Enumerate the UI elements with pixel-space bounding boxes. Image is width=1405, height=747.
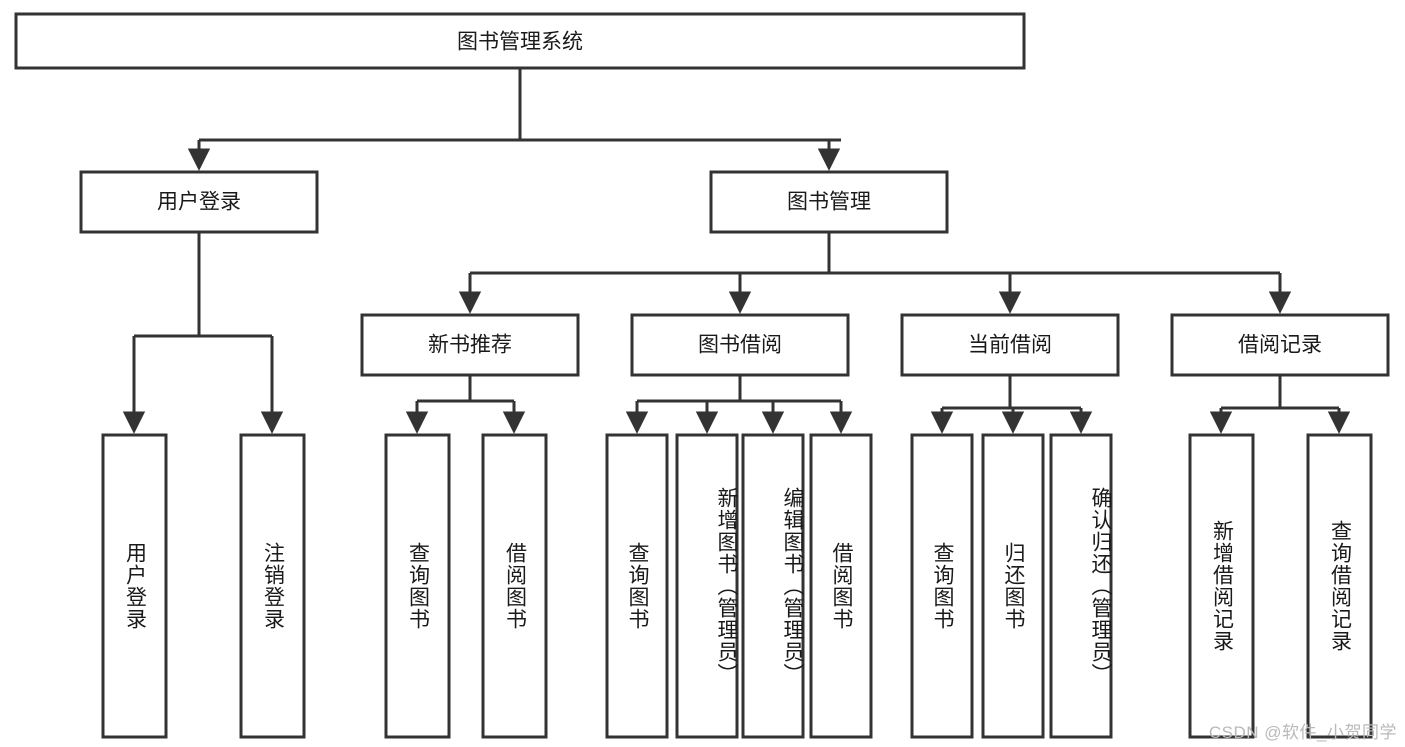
leaf-box-query-record[interactable] [1306, 433, 1373, 739]
leaf-box-add-record[interactable] [1188, 433, 1255, 739]
book-management-box[interactable] [709, 170, 949, 234]
leaf-box-query-book-1[interactable] [384, 433, 451, 739]
current-borrow-box[interactable] [900, 313, 1120, 377]
new-book-recommend-label: 新书推荐 [428, 334, 512, 357]
node-book-management[interactable]: 图书管理 [709, 170, 949, 234]
leaf-box-logout[interactable] [239, 433, 306, 739]
leaf-box-query-book-2[interactable] [605, 433, 669, 739]
root-box[interactable] [14, 12, 1026, 70]
leaf-box-confirm-return[interactable] [1049, 433, 1113, 739]
edges-bookmanage-to-level2 [458, 232, 1292, 314]
borrow-record-label: 借阅记录 [1238, 334, 1322, 357]
leaf-boxes [101, 433, 1373, 739]
leaf-box-borrow-book-1[interactable] [481, 433, 548, 739]
leaf-box-add-book[interactable] [675, 433, 739, 739]
edges-root-to-level1 [187, 68, 841, 171]
leaf-box-user-login[interactable] [101, 433, 168, 739]
node-new-book-recommend[interactable]: 新书推荐 [360, 313, 580, 377]
book-borrow-label: 图书借阅 [698, 334, 782, 357]
leaf-box-return-book[interactable] [981, 433, 1045, 739]
user-login-box[interactable] [79, 170, 319, 234]
node-user-login[interactable]: 用户登录 [79, 170, 319, 234]
edges-bookborrow-to-leaves [625, 375, 853, 434]
node-borrow-record[interactable]: 借阅记录 [1170, 313, 1390, 377]
node-root[interactable]: 图书管理系统 [14, 12, 1026, 70]
node-book-borrow[interactable]: 图书借阅 [630, 313, 850, 377]
csdn-watermark: CSDN @软件_小贺同学 [1208, 723, 1397, 742]
edges-recommend-to-leaves [405, 375, 526, 434]
borrow-record-box[interactable] [1170, 313, 1390, 377]
root-label: 图书管理系统 [457, 31, 583, 54]
leaf-box-query-book-3[interactable] [910, 433, 974, 739]
edges-userlogin-to-leaves [122, 232, 284, 434]
edges-currentborrow-to-leaves [930, 375, 1093, 434]
book-borrow-box[interactable] [630, 313, 850, 377]
new-book-recommend-box[interactable] [360, 313, 580, 377]
leaf-box-borrow-book-2[interactable] [809, 433, 873, 739]
node-current-borrow[interactable]: 当前借阅 [900, 313, 1120, 377]
edges-borrowrecord-to-leaves [1209, 375, 1351, 434]
leaf-box-edit-book[interactable] [741, 433, 805, 739]
current-borrow-label: 当前借阅 [968, 334, 1052, 357]
book-management-label: 图书管理 [787, 191, 871, 214]
user-login-label: 用户登录 [157, 191, 241, 214]
